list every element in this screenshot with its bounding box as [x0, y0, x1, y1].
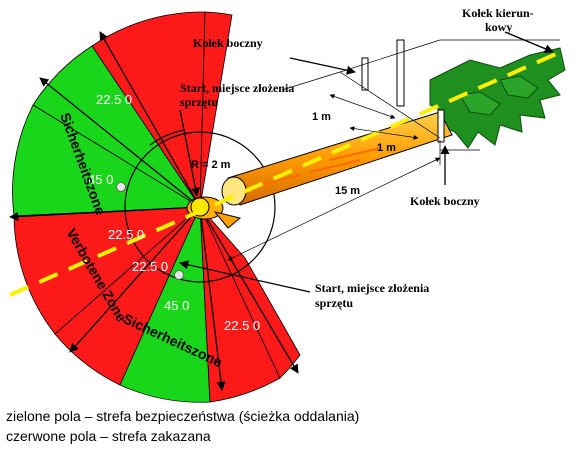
direction-stake-label-1: Kołek kierun-	[462, 6, 534, 20]
direction-stake-label-2: kowy	[485, 20, 512, 34]
start-bottom-label-1: Start, miejsce złożenia	[315, 281, 429, 295]
forbidden-sector-middle	[13, 206, 202, 335]
forbidden-sector-top-edge	[199, 11, 233, 208]
dist-15m-label: 15 m	[335, 185, 360, 197]
safety-dot-bottom	[174, 270, 184, 280]
pointer-lines	[179, 31, 554, 293]
radius-label: R = 2 m	[191, 159, 231, 171]
direction-stake	[396, 39, 405, 107]
arrow-lower-right	[199, 206, 299, 374]
arrow-left	[9, 206, 201, 222]
measurement-lines	[227, 39, 560, 261]
arrow-down	[199, 206, 226, 391]
zone-sectors	[12, 11, 301, 403]
angle-top-red: 22.5 0	[96, 92, 132, 107]
caption-line-1: zielone pola – strefa bezpieczeństwa (śc…	[6, 408, 360, 424]
side-stake-top	[361, 57, 369, 91]
angle-mid-upper: 22.5 0	[108, 227, 144, 242]
angle-top-green: 45 0	[88, 172, 113, 187]
direction-arrows	[9, 31, 299, 391]
start-bottom-label-2: sprzętu	[315, 296, 353, 310]
start-top-label-1: Start, miejsce złożenia	[180, 81, 294, 95]
safety-dot-top	[116, 182, 126, 192]
stakes	[361, 39, 445, 143]
forbidden-sector-top	[91, 11, 206, 209]
angle-mid-lower: 22.5 0	[132, 259, 168, 274]
caption-line-2: czerwone pola – strefa zakazana	[6, 428, 211, 444]
side-stake-bottom-label: Kołek boczny	[410, 194, 480, 208]
start-top-label-2: sprzętu	[180, 95, 218, 109]
arrow-upper-left	[39, 77, 201, 208]
angle-bottom-green: 45 0	[164, 298, 189, 313]
arrow-up	[99, 31, 201, 208]
side-stake-top-label: Kołek boczny	[193, 36, 263, 50]
angle-bottom-red: 22.5 0	[224, 318, 260, 333]
dist-1m-b-label: 1 m	[377, 142, 396, 154]
side-stake-bottom	[437, 109, 445, 143]
dist-1m-a-label: 1 m	[312, 111, 331, 123]
arrow-lower-left	[69, 206, 201, 353]
